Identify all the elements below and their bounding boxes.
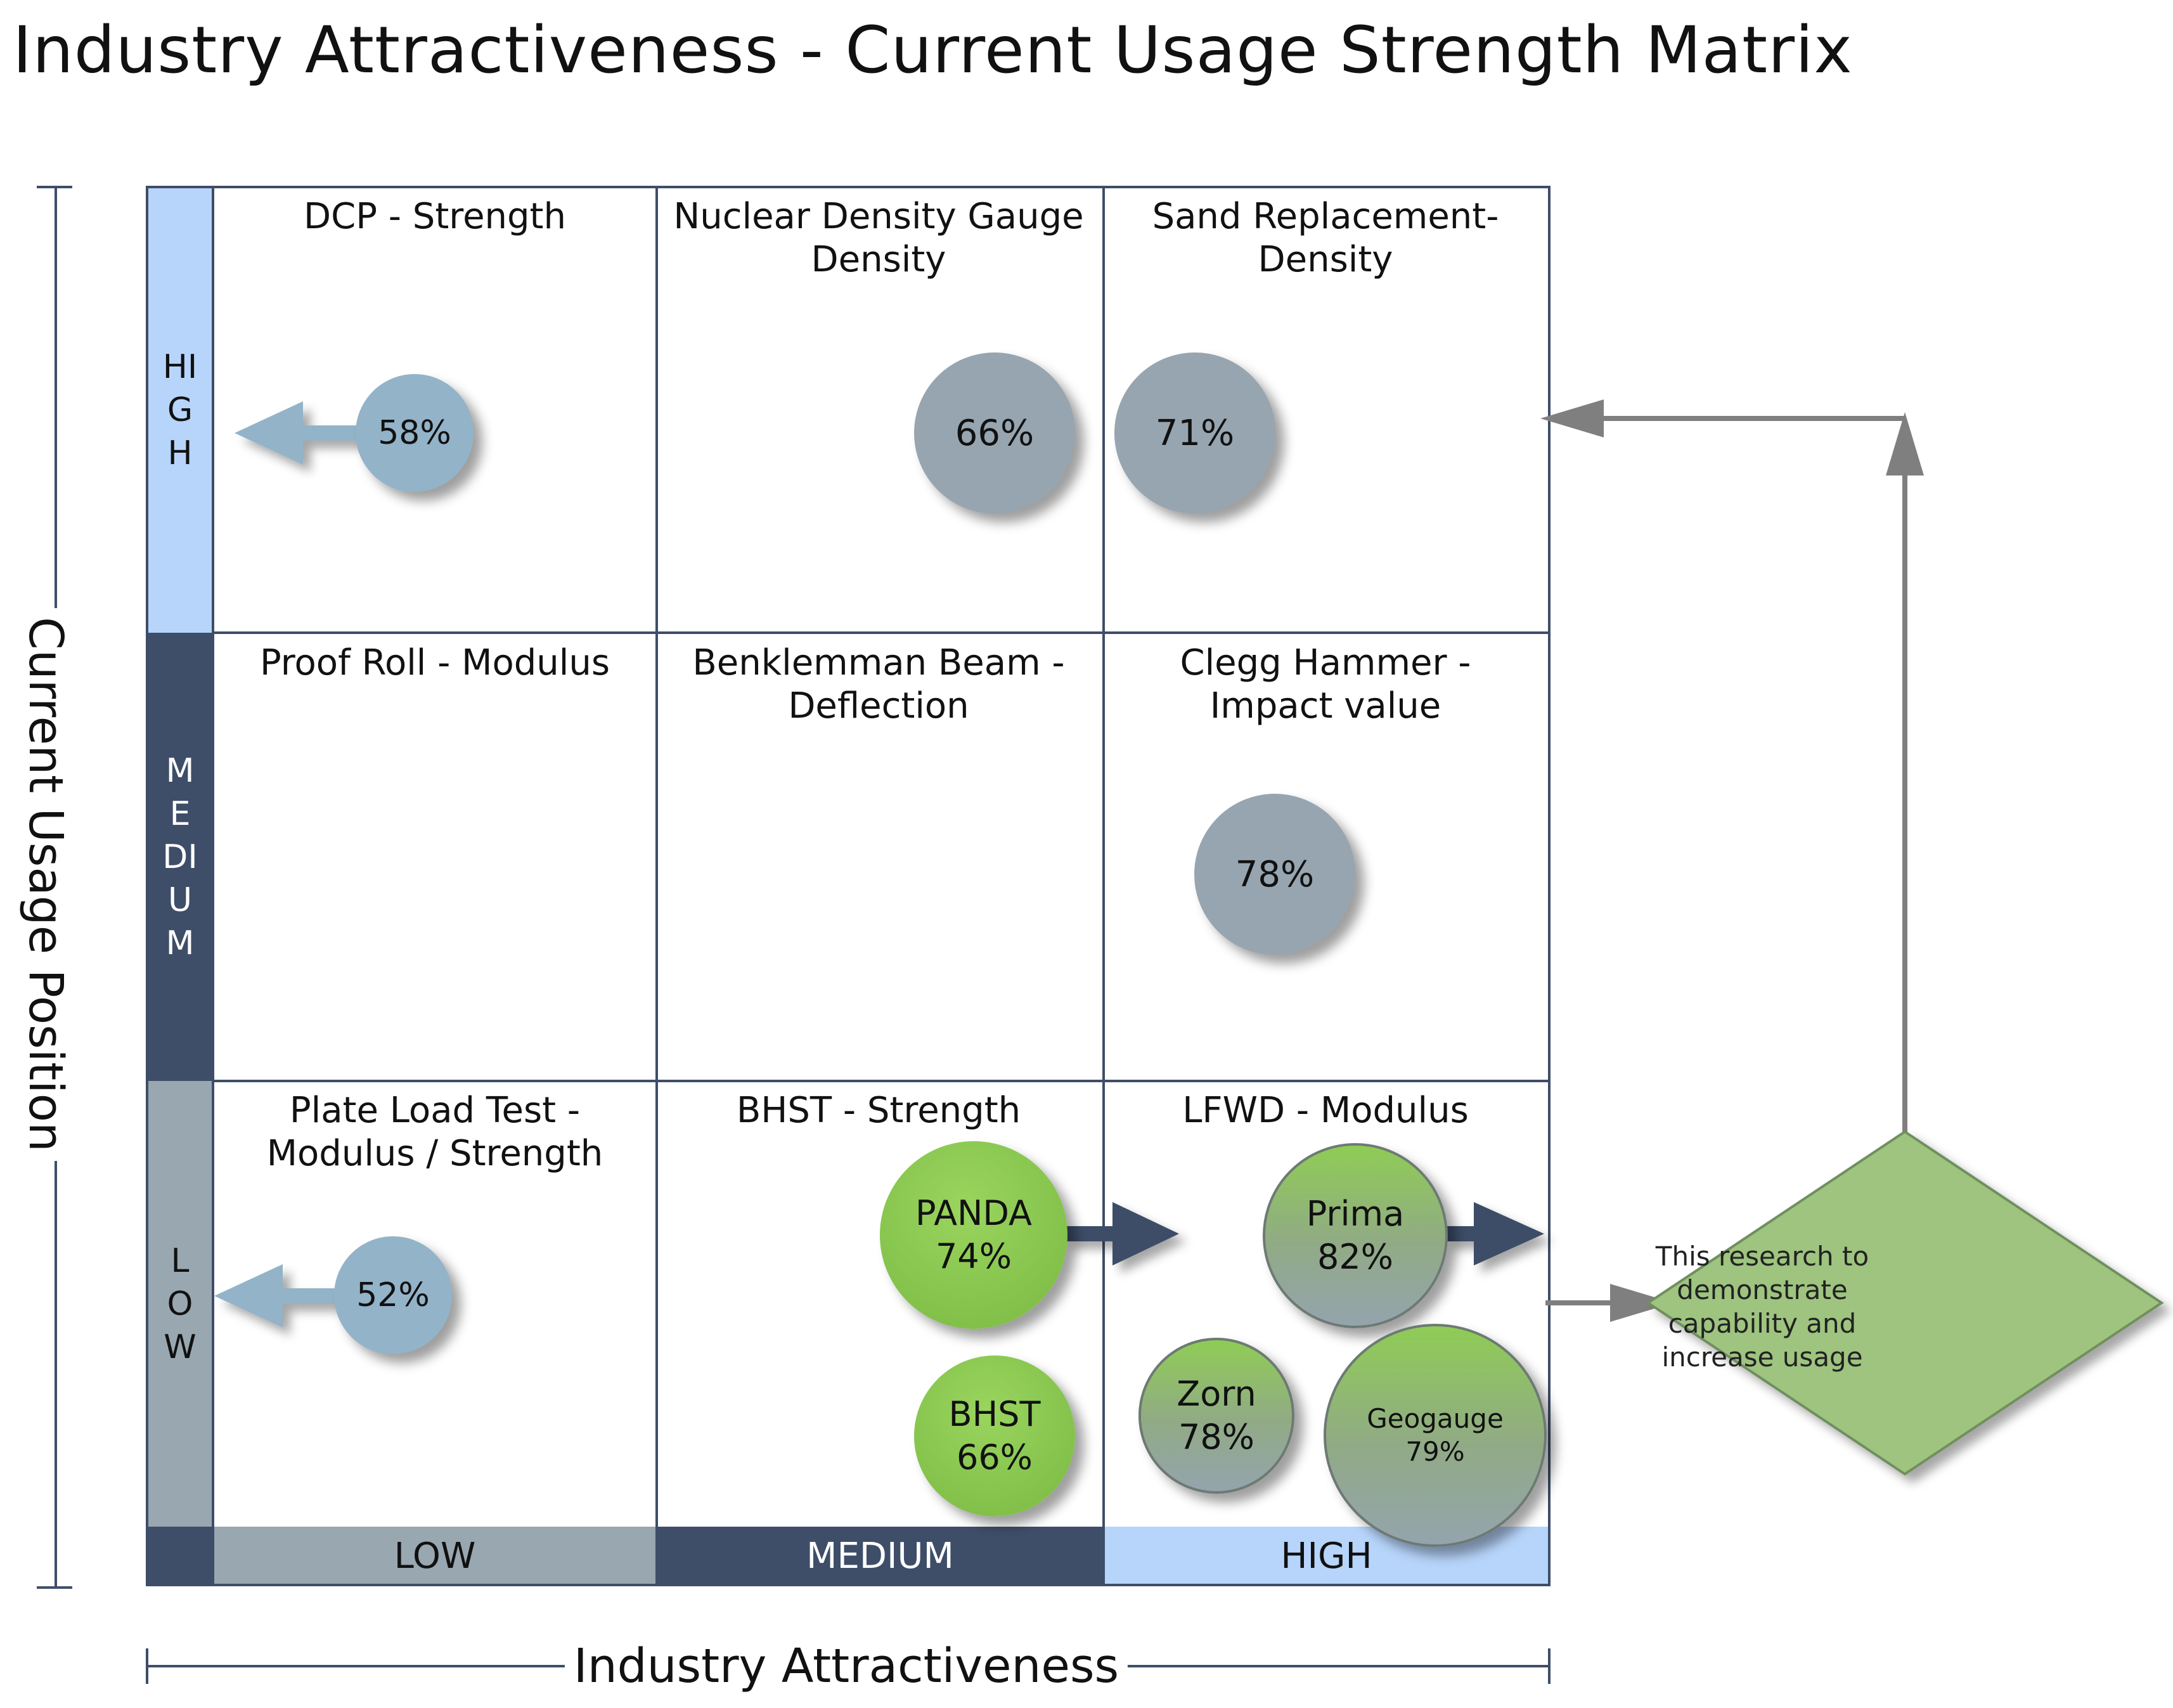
cell-label-low-medium: BHST - Strength	[736, 1090, 1021, 1131]
bubble-panda: PANDA 74%	[880, 1141, 1067, 1329]
row-band-medium	[147, 633, 213, 1081]
arrow-panda-right	[1065, 1202, 1179, 1265]
bubble-bhst: BHST 66%	[914, 1355, 1075, 1517]
cell-label-low-high: LFWD - Modulus	[1182, 1090, 1469, 1131]
band-corner	[147, 1527, 213, 1585]
bubble-prima: Prima 82%	[1263, 1143, 1448, 1328]
cell-label-high-low: DCP - Strength	[303, 196, 567, 237]
note-text: This research to demonstrate capability …	[1655, 1241, 1869, 1373]
cell-label-medium-medium: Benklemman Beam - Deflection	[692, 642, 1065, 727]
arrow-note-up-to-high	[1594, 416, 1907, 1132]
arrowhead-up	[1886, 412, 1924, 476]
cell-label-medium-low: Proof Roll - Modulus	[259, 642, 610, 683]
cell-label-medium-high: Clegg Hammer - Impact value	[1180, 642, 1471, 727]
bubble-geogauge: Geogauge 79%	[1324, 1324, 1547, 1547]
x-axis-title: Industry Attractiveness	[564, 1639, 1128, 1693]
column-label-high: HIGH	[1280, 1535, 1372, 1577]
matrix-grid	[146, 186, 1551, 1586]
row-band-low	[147, 1081, 213, 1527]
bubble-zorn: Zorn 78%	[1138, 1338, 1294, 1494]
bubble-sand-replacement: 71%	[1114, 353, 1275, 514]
cell-label-high-medium: Nuclear Density Gauge Density	[673, 196, 1084, 280]
cell-label-low-low: Plate Load Test - Modulus / Strength	[266, 1090, 603, 1174]
bubble-dcp: 58%	[356, 374, 474, 492]
column-label-medium: MEDIUM	[806, 1535, 954, 1577]
note-diamond	[1646, 1130, 2164, 1476]
arrowhead-left-high	[1540, 399, 1604, 437]
row-band-high	[147, 187, 213, 633]
arrowhead-right-note	[1610, 1284, 1673, 1322]
bubble-nuclear-density: 66%	[914, 353, 1075, 514]
row-label-high: HIGH	[162, 347, 198, 472]
cell-label-high-high: Sand Replacement- Density	[1152, 196, 1499, 280]
column-band-medium	[657, 1527, 1104, 1585]
y-axis-title: Current Usage Position	[18, 608, 73, 1161]
bubble-plate-load: 52%	[334, 1236, 452, 1354]
arrow-prima-right	[1445, 1202, 1544, 1265]
column-label-low: LOW	[394, 1535, 476, 1577]
column-band-low	[213, 1527, 657, 1585]
page-title: Industry Attractiveness - Current Usage …	[13, 13, 1853, 88]
bubble-clegg-hammer: 78%	[1194, 794, 1355, 955]
row-label-low: LOW	[164, 1241, 197, 1366]
row-label-medium: MEDIUM	[162, 751, 198, 962]
